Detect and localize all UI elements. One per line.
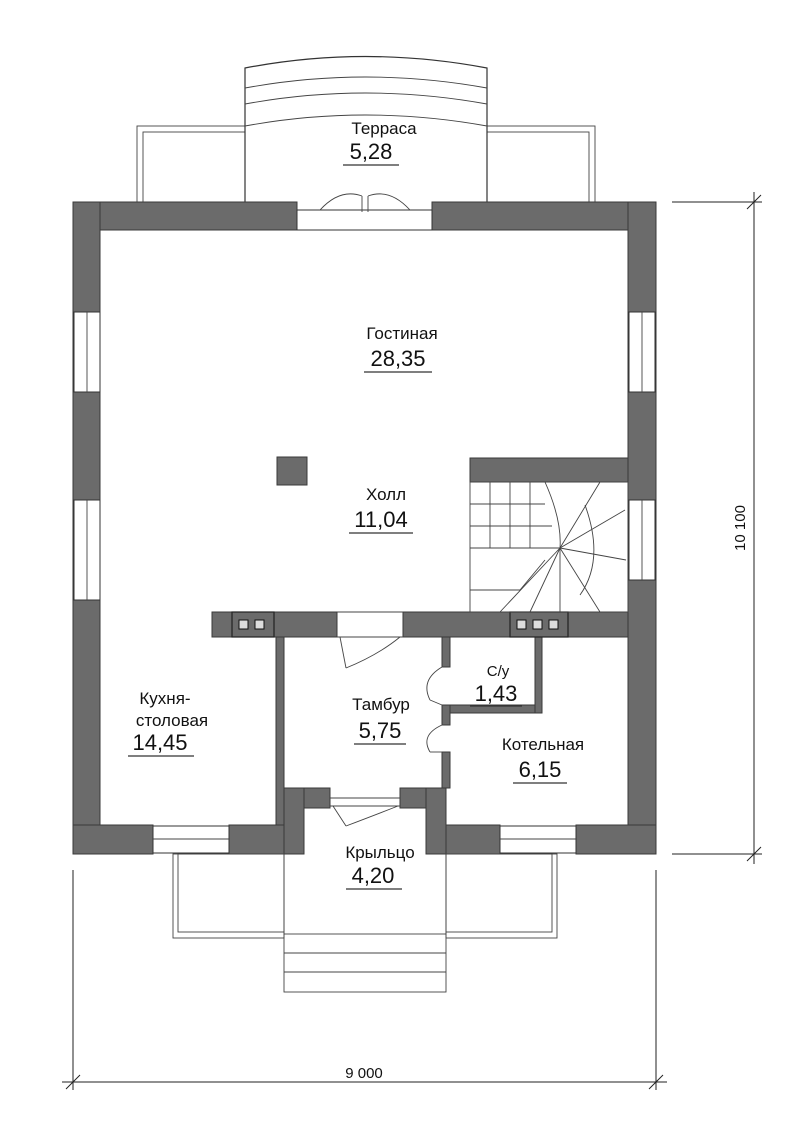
porch — [172, 853, 558, 993]
dimension-width: 9 000 — [62, 870, 667, 1090]
room-terrace: Терраса 5,28 — [343, 119, 417, 166]
dimension-height: 10 100 — [672, 192, 762, 864]
room-area: 28,35 — [370, 346, 425, 371]
doors — [330, 611, 443, 827]
terrace-door — [319, 193, 411, 212]
room-tambur: Тамбур 5,75 — [352, 695, 410, 745]
room-name-line2: столовая — [136, 711, 208, 730]
room-bathroom: С/у 1,43 — [470, 663, 522, 707]
room-area: 14,45 — [132, 730, 187, 755]
room-porch: Крыльцо 4,20 — [345, 843, 415, 890]
room-boiler: Котельная 6,15 — [502, 735, 584, 784]
staircase — [469, 481, 629, 613]
room-name: Кухня- — [139, 689, 190, 708]
room-name: С/у — [487, 663, 510, 680]
room-name: Крыльцо — [345, 843, 414, 862]
room-area: 6,15 — [519, 757, 562, 782]
room-name: Холл — [366, 485, 406, 504]
interior-walls — [211, 456, 629, 826]
room-area: 11,04 — [354, 507, 407, 532]
room-living: Гостиная 28,35 — [364, 324, 438, 373]
room-name: Котельная — [502, 735, 584, 754]
room-name: Тамбур — [352, 695, 410, 714]
room-hall: Холл 11,04 — [349, 485, 413, 534]
windows — [73, 209, 656, 854]
width-dimension: 9 000 — [345, 1065, 383, 1082]
room-kitchen: Кухня- столовая 14,45 — [128, 689, 208, 757]
room-name: Терраса — [351, 119, 417, 138]
room-area: 4,20 — [352, 863, 395, 888]
room-area: 5,28 — [350, 139, 393, 164]
height-dimension: 10 100 — [732, 505, 749, 551]
room-area: 1,43 — [475, 681, 518, 706]
room-area: 5,75 — [359, 718, 402, 743]
room-name: Гостиная — [366, 324, 437, 343]
